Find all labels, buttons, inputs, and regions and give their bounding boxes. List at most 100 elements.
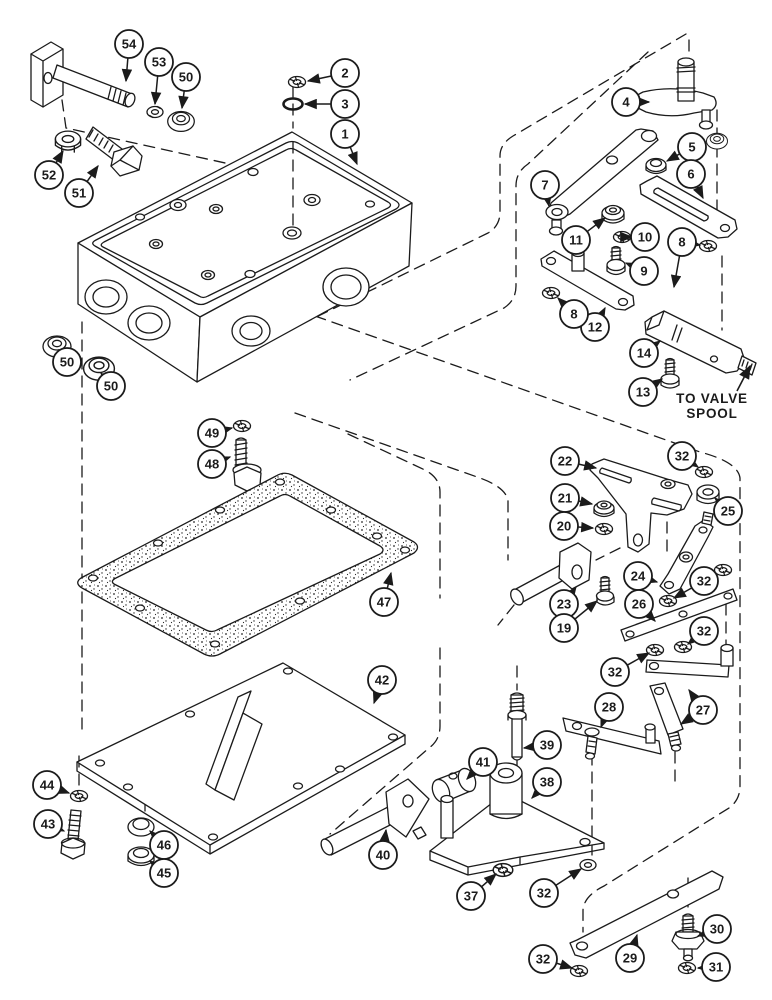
callout-3: 3: [303, 89, 360, 119]
callout-number: 53: [152, 55, 166, 70]
callout-circle: [197, 418, 227, 448]
callout-13: 13: [628, 377, 664, 407]
callout-circle: [96, 371, 126, 401]
callout-leader: [121, 57, 133, 83]
callout-number: 8: [678, 235, 685, 250]
callout-52: 52: [34, 149, 64, 190]
callout-circle: [528, 944, 558, 974]
callout-number: 11: [569, 233, 583, 248]
callout-number: 2: [341, 66, 348, 81]
dashed-flow-right: [314, 315, 741, 933]
part-link-6: [639, 175, 738, 239]
callout-circle: [594, 692, 624, 722]
callout-8: 8: [667, 227, 702, 289]
callout-30: 30: [696, 914, 732, 944]
callout-number: 45: [157, 866, 171, 881]
callout-number: 47: [377, 595, 391, 610]
part-washer-46: [127, 817, 155, 837]
callout-leader: [574, 600, 599, 620]
callout-leader: [564, 585, 577, 600]
callout-leader: [541, 193, 552, 208]
callout-44: 44: [32, 770, 71, 800]
part-coupling-41: [431, 767, 477, 804]
part-locknut-11: [601, 204, 625, 224]
callout-leader: [600, 714, 611, 729]
part-bolt-43: [60, 809, 86, 860]
callout-number: 39: [540, 738, 554, 753]
callout-leader: [149, 830, 163, 844]
callout-50: 50: [52, 347, 82, 377]
callout-circle: [701, 952, 731, 982]
part-gasket-47: [77, 472, 419, 657]
part-washer-8b: [541, 286, 561, 300]
callout-leader: [178, 90, 189, 110]
callout-27: 27: [679, 688, 718, 725]
part-nut-32b: [658, 594, 678, 608]
part-bolt-13: [660, 357, 680, 389]
callout-circle: [629, 256, 659, 286]
callout-number: 32: [536, 952, 550, 967]
part-plate-42: [76, 662, 406, 855]
part-nut-32: [569, 964, 589, 978]
callout-number: 25: [721, 504, 735, 519]
callout-38: 38: [531, 767, 562, 799]
callout-40: 40: [368, 828, 398, 870]
callout-circle: [34, 160, 64, 190]
callout-circle: [530, 170, 560, 200]
callout-leader: [626, 652, 651, 666]
callout-number: 40: [376, 848, 390, 863]
callout-number: 29: [623, 951, 637, 966]
callout-number: 43: [41, 817, 55, 832]
callout-number: 48: [205, 457, 219, 472]
callout-circle: [171, 62, 201, 92]
parts-layer: [30, 41, 757, 978]
callout-leader: [306, 73, 332, 84]
callout-12: 12: [580, 306, 610, 342]
callout-leader: [594, 306, 606, 321]
callout-14: 14: [629, 338, 662, 368]
callout-leader: [531, 785, 544, 799]
callout-circle: [713, 496, 743, 526]
callout-circle: [149, 858, 179, 888]
callout-31: 31: [696, 952, 731, 982]
callout-number: 19: [557, 621, 571, 636]
callout-32: 32: [600, 652, 651, 687]
callout-leader: [628, 933, 639, 948]
callout-leader: [383, 571, 394, 589]
construction-lines: [61, 33, 741, 933]
callout-circle: [630, 222, 660, 252]
part-link-26: [620, 588, 738, 642]
callout-number: 21: [558, 491, 572, 506]
part-locknut-45: [127, 846, 155, 867]
callout-leader: [686, 632, 701, 645]
part-nut-32d: [645, 643, 665, 657]
part-links-27: [645, 643, 734, 752]
callout-number: 23: [557, 597, 571, 612]
callout-28: 28: [594, 692, 624, 729]
part-bracket-38: [429, 762, 605, 876]
part-washer-under-4: [706, 132, 728, 150]
part-shaft-40: [320, 778, 430, 856]
callout-number: 50: [179, 70, 193, 85]
callout-number: 26: [632, 597, 646, 612]
callout-circle: [456, 881, 486, 911]
callout-leader: [481, 873, 497, 888]
callout-circle: [559, 299, 589, 329]
callout-39: 39: [522, 730, 562, 760]
callout-number: 32: [697, 574, 711, 589]
part-nut-2: [287, 75, 307, 89]
callout-50: 50: [171, 62, 201, 110]
dashed-flow-inner: [349, 51, 649, 381]
part-nut-44: [69, 789, 89, 803]
callout-leader: [52, 149, 64, 164]
callout-leader: [643, 608, 656, 622]
callout-circle: [702, 914, 732, 944]
dashed-axis-lever4: [688, 39, 718, 223]
callout-number: 28: [602, 700, 616, 715]
callout-number: 42: [375, 673, 389, 688]
callout-leader: [86, 164, 99, 182]
callout-leader: [379, 828, 390, 843]
callout-number: 13: [636, 385, 650, 400]
